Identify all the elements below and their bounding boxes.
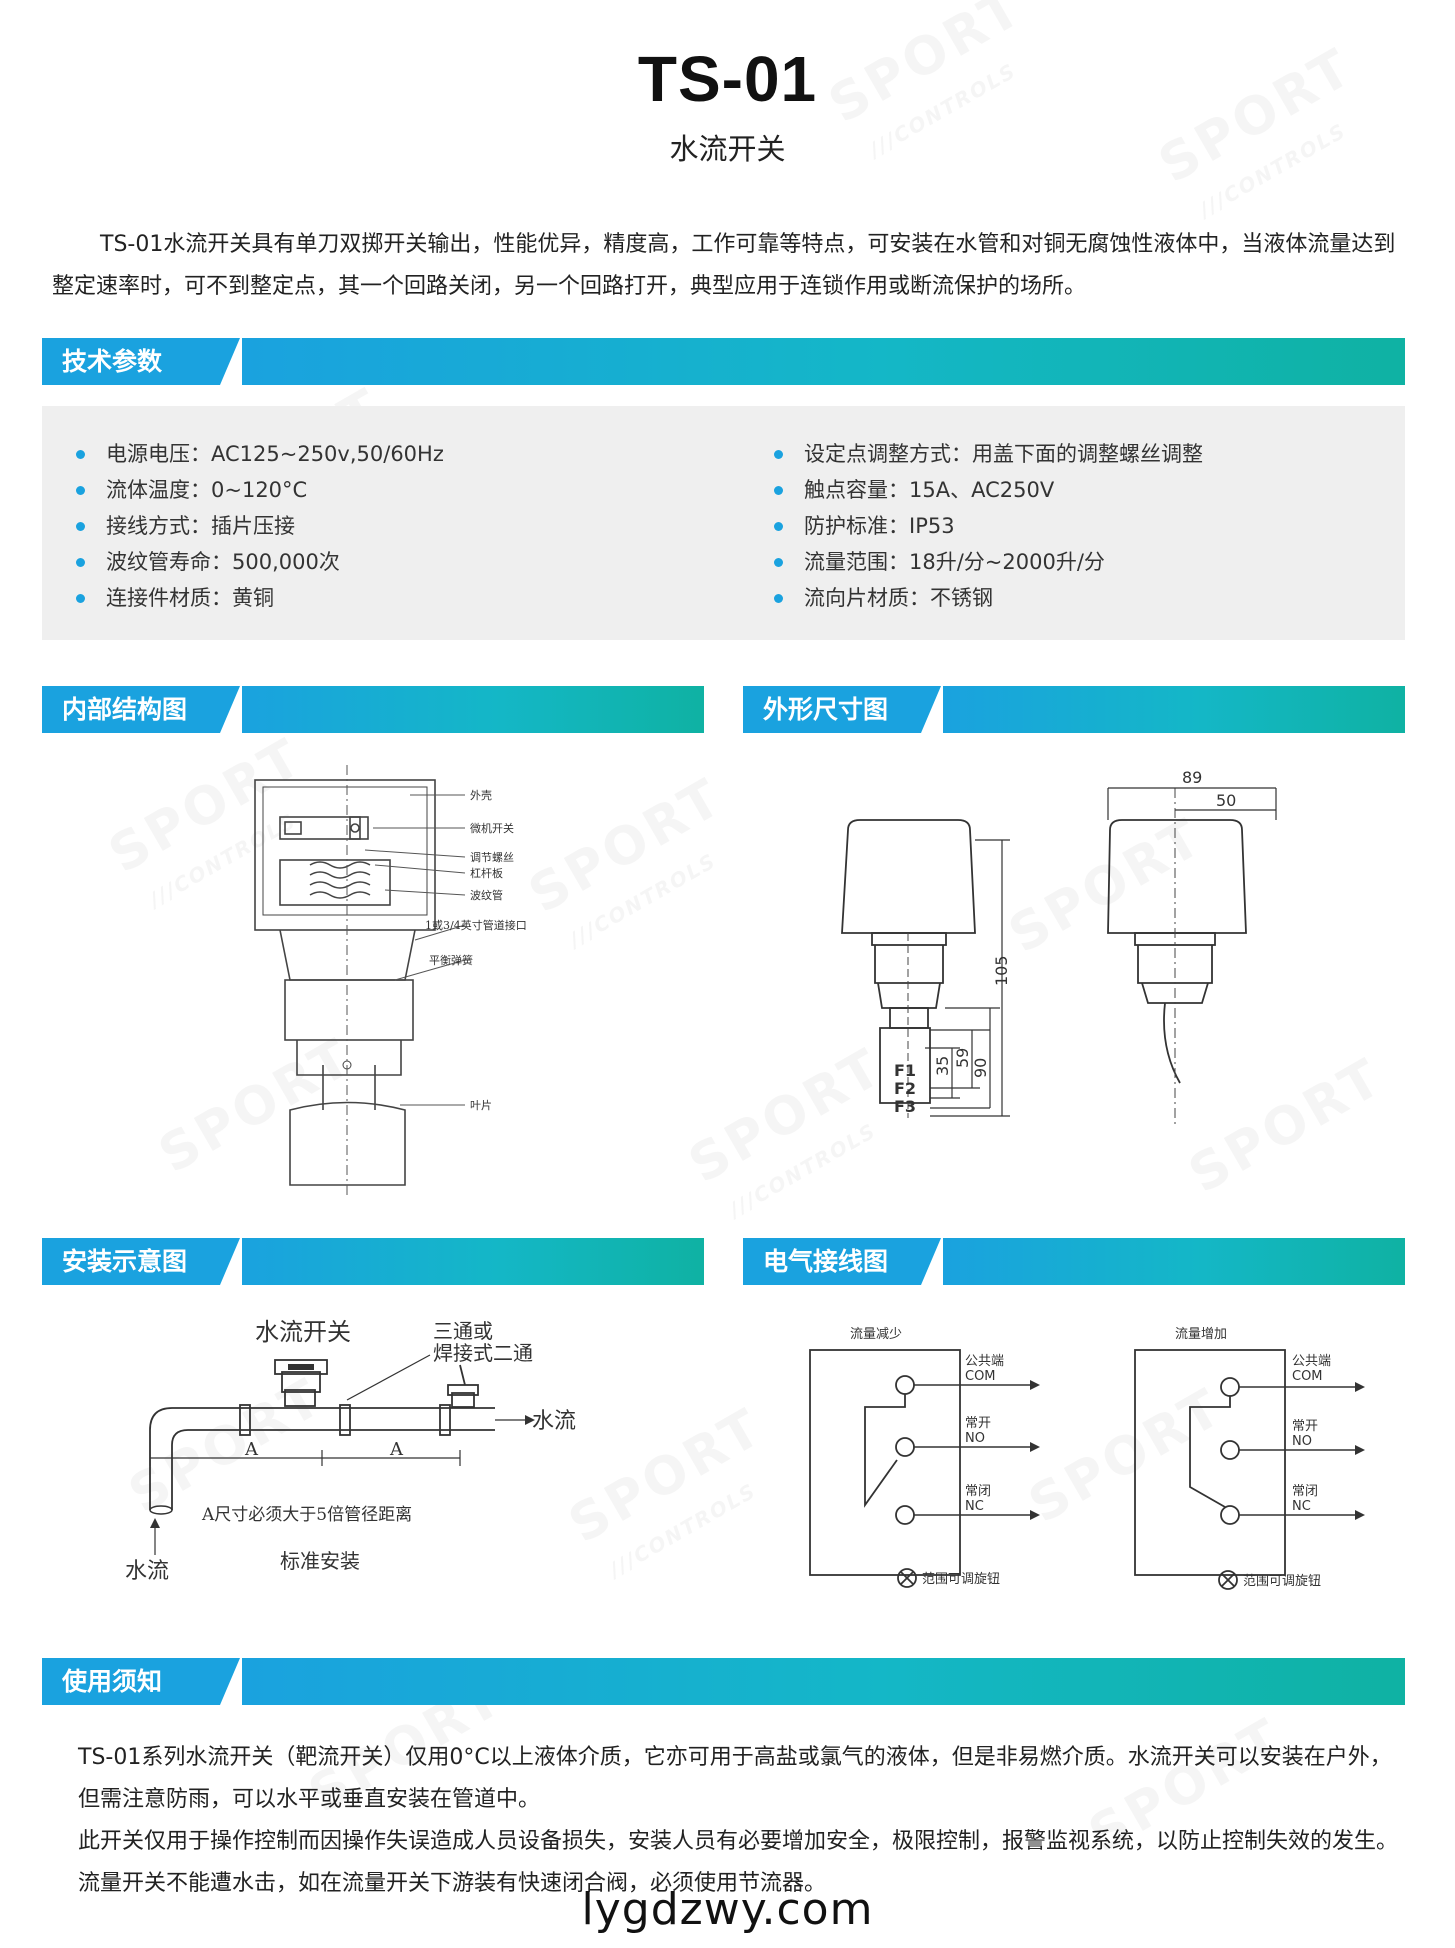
installation-diagram: 水流开关 三通或 焊接式二通 水流 A A A尺寸必须大于5倍管径距离 水流 标… bbox=[125, 1318, 576, 1584]
spec-list-right: 设定点调整方式：用盖下面的调整螺丝调整 触点容量：15A、AC250V 防护标准… bbox=[774, 436, 1203, 616]
spec-item: 波纹管寿命：500,000次 bbox=[76, 544, 444, 580]
spec-item: 接线方式：插片压接 bbox=[76, 508, 444, 544]
install-switch-label: 水流开关 bbox=[255, 1318, 351, 1346]
wiring-nc: NC bbox=[965, 1499, 984, 1514]
section-bar-tech: 技术参数 bbox=[42, 338, 1405, 385]
spec-item: 电源电压：AC125~250v,50/60Hz bbox=[76, 436, 444, 472]
section-bar-slant bbox=[202, 1658, 240, 1705]
section-bar-slant bbox=[202, 338, 240, 385]
section-bar-install: 安装示意图 bbox=[42, 1238, 704, 1285]
spec-item: 流向片材质：不锈钢 bbox=[774, 580, 1203, 616]
section-bar-gradient bbox=[242, 1238, 704, 1285]
wiring-no: NO bbox=[1292, 1434, 1312, 1449]
install-flow-in-label: 水流 bbox=[125, 1559, 169, 1584]
internal-structure-diagram: 外壳 微机开关 调节螺丝 杠杆板 波纹管 1或3/4英寸管道接口 平衡弹簧 叶片 bbox=[254, 765, 527, 1195]
wiring-com: COM bbox=[965, 1369, 996, 1384]
product-title: TS-01 bbox=[637, 43, 818, 115]
dim-35: 35 bbox=[933, 1056, 952, 1076]
spec-item: 流量范围：18升/分~2000升/分 bbox=[774, 544, 1203, 580]
install-tee2-label: 焊接式二通 bbox=[433, 1341, 533, 1365]
intro-paragraph: TS-01水流开关具有单刀双掷开关输出，性能优异，精度高，工作可靠等特点，可安装… bbox=[52, 232, 1396, 299]
section-bar-wiring: 电气接线图 bbox=[743, 1238, 1405, 1285]
wiring-com-cn: 公共端 bbox=[1292, 1354, 1331, 1369]
wiring-no: NO bbox=[965, 1431, 985, 1446]
section-bar-slant bbox=[903, 686, 941, 733]
install-flow-out-label: 水流 bbox=[532, 1409, 576, 1434]
label-spring: 平衡弹簧 bbox=[429, 953, 473, 967]
install-standard-label: 标准安装 bbox=[280, 1549, 360, 1573]
dim-f1: F1 bbox=[894, 1061, 916, 1080]
wiring-no-cn: 常开 bbox=[965, 1416, 991, 1431]
section-title-structure: 内部结构图 bbox=[42, 686, 220, 733]
section-bar-slant bbox=[202, 1238, 240, 1285]
label-lever: 杠杆板 bbox=[470, 866, 503, 880]
section-title-install: 安装示意图 bbox=[42, 1238, 220, 1285]
dim-f3: F3 bbox=[894, 1097, 916, 1116]
notice-paragraph: 此开关仅用于操作控制而因操作失误造成人员设备损失，安装人员有必要增加安全，极限控… bbox=[78, 1829, 1399, 1896]
section-bar-slant bbox=[903, 1238, 941, 1285]
spec-list-left: 电源电压：AC125~250v,50/60Hz 流体温度：0~120°C 接线方… bbox=[76, 436, 444, 616]
section-title-wiring: 电气接线图 bbox=[743, 1238, 921, 1285]
install-note: A尺寸必须大于5倍管径距离 bbox=[201, 1505, 412, 1525]
spec-item: 流体温度：0~120°C bbox=[76, 472, 444, 508]
dim-90: 90 bbox=[971, 1058, 990, 1078]
wiring-com: COM bbox=[1292, 1369, 1323, 1384]
wiring-right-title: 流量增加 bbox=[1175, 1327, 1227, 1342]
wiring-knob-label: 范围可调旋钮 bbox=[922, 1572, 1000, 1587]
section-bar-gradient bbox=[943, 686, 1405, 733]
dim-59: 59 bbox=[953, 1048, 972, 1068]
section-title-tech: 技术参数 bbox=[42, 338, 220, 385]
wiring-no-cn: 常开 bbox=[1292, 1419, 1318, 1434]
section-title-notice: 使用须知 bbox=[42, 1658, 220, 1705]
wiring-nc: NC bbox=[1292, 1499, 1311, 1514]
label-port: 1或3/4英寸管道接口 bbox=[425, 918, 527, 932]
section-bar-gradient bbox=[943, 1238, 1405, 1285]
notice-paragraph: TS-01系列水流开关（靶流开关）仅用0°C以上液体介质，它亦可用于高盐或氯气的… bbox=[78, 1745, 1392, 1812]
spec-item: 连接件材质：黄铜 bbox=[76, 580, 444, 616]
dim-50: 50 bbox=[1216, 791, 1236, 810]
section-bar-slant bbox=[202, 686, 240, 733]
watermark-sub: ///CONTROLS bbox=[605, 1478, 761, 1582]
wiring-nc-cn: 常闭 bbox=[1292, 1484, 1318, 1499]
wiring-left-title: 流量减少 bbox=[850, 1327, 902, 1342]
spec-item: 触点容量：15A、AC250V bbox=[774, 472, 1203, 508]
section-bar-dimension: 外形尺寸图 bbox=[743, 686, 1405, 733]
label-blade: 叶片 bbox=[470, 1099, 492, 1112]
dim-105: 105 bbox=[992, 955, 1011, 986]
spec-panel: 电源电压：AC125~250v,50/60Hz 流体温度：0~120°C 接线方… bbox=[42, 406, 1405, 640]
dim-f2: F2 bbox=[894, 1079, 916, 1098]
wiring-com-cn: 公共端 bbox=[965, 1354, 1004, 1369]
label-bellows: 波纹管 bbox=[470, 888, 503, 902]
install-a2-label: A bbox=[389, 1439, 404, 1460]
label-microswitch: 微机开关 bbox=[470, 821, 514, 835]
section-bar-notice: 使用须知 bbox=[42, 1658, 1405, 1705]
knob-icon bbox=[1218, 1570, 1238, 1590]
label-shell: 外壳 bbox=[470, 788, 492, 802]
section-bar-structure: 内部结构图 bbox=[42, 686, 704, 733]
wiring-nc-cn: 常闭 bbox=[965, 1484, 991, 1499]
label-screw: 调节螺丝 bbox=[470, 851, 514, 864]
section-bar-gradient bbox=[242, 686, 704, 733]
product-subtitle: 水流开关 bbox=[669, 132, 786, 166]
wiring-knob-label: 范围可调旋钮 bbox=[1243, 1574, 1321, 1589]
spec-item: 防护标准：IP53 bbox=[774, 508, 1203, 544]
site-watermark: lygdzwy.com bbox=[581, 1884, 874, 1935]
section-title-dimension: 外形尺寸图 bbox=[743, 686, 921, 733]
install-tee-label: 三通或 bbox=[433, 1319, 493, 1343]
electrical-wiring-diagram: 流量减少 流量增加 公共端 COM 常开 NO 常闭 NC 公共端 COM 常开… bbox=[809, 1327, 1365, 1590]
dim-89: 89 bbox=[1182, 768, 1202, 787]
section-bar-gradient bbox=[242, 1658, 1405, 1705]
knob-icon bbox=[897, 1568, 917, 1588]
dimension-diagram: 89 50 105 35 59 90 F1 F2 F3 bbox=[841, 768, 1277, 1128]
spec-item: 设定点调整方式：用盖下面的调整螺丝调整 bbox=[774, 436, 1203, 472]
install-a1-label: A bbox=[244, 1439, 259, 1460]
section-bar-gradient bbox=[242, 338, 1405, 385]
notice-body: TS-01系列水流开关（靶流开关）仅用0°C以上液体介质，它亦可用于高盐或氯气的… bbox=[78, 1737, 1398, 1905]
